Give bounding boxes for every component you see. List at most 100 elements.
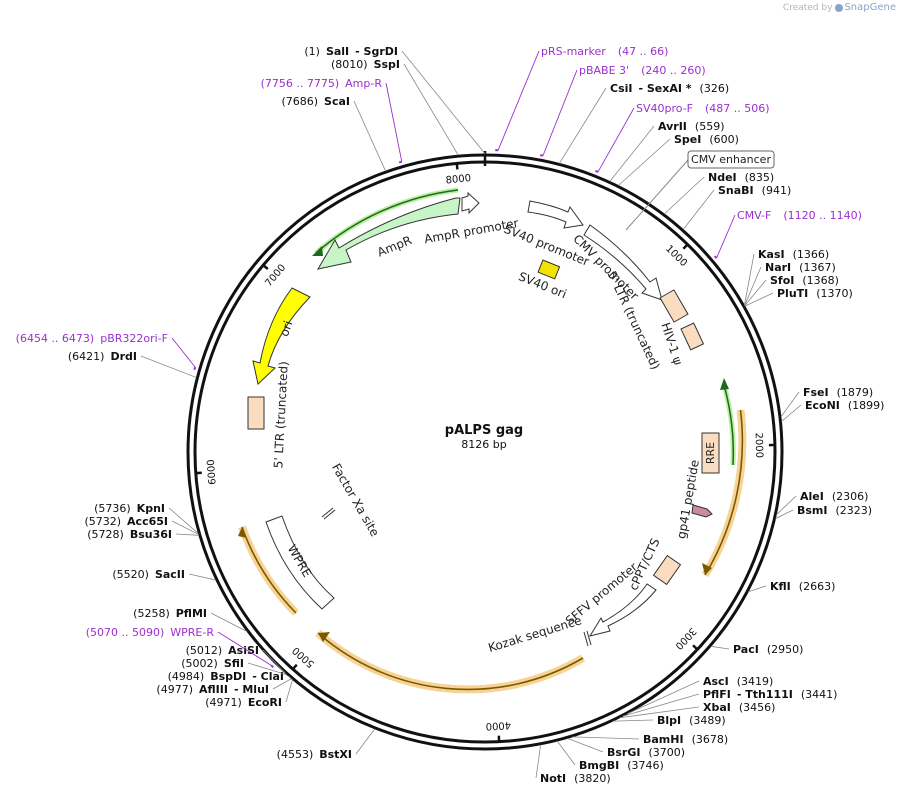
credit-prefix: Created by — [782, 3, 833, 13]
site-pflfi[interactable]: PflFI- Tth111I(3441) — [622, 688, 838, 717]
ori-feature[interactable]: ori — [252, 287, 311, 385]
site-label: (7686)ScaI — [281, 95, 350, 108]
site-leader-line — [535, 744, 542, 779]
site-enzyme-name: AleI — [800, 490, 824, 503]
tick-mark — [692, 644, 699, 652]
ltr-left-feature[interactable]: 5' LTR (truncated) — [247, 361, 291, 469]
site-drdi[interactable]: (6421)DrdI — [68, 350, 197, 378]
site-econi[interactable]: EcoNI(1899) — [781, 399, 884, 422]
site-pflmi[interactable]: (5258)PflMI — [133, 607, 248, 632]
site-kpni[interactable]: (5736)KpnI — [94, 502, 199, 534]
site-kasi[interactable]: KasI(1366) — [744, 248, 829, 306]
site-bsrgi[interactable]: BsrGI(3700) — [567, 737, 686, 759]
site-bsmi[interactable]: BsmI(2323) — [775, 504, 872, 519]
ampr-promoter-feature[interactable]: AmpR promoter — [423, 191, 520, 246]
site-enzyme-name: NotI — [540, 772, 566, 785]
site-leader-line — [710, 645, 730, 650]
site-fsei[interactable]: FseI(1879) — [780, 386, 873, 418]
site-enzyme-name: BsmI — [797, 504, 828, 517]
site-snabi[interactable]: SnaBI(941) — [682, 184, 792, 230]
primer-label: SV40pro-F(487 .. 506) — [636, 102, 770, 115]
site-label: NarI(1367) — [765, 261, 836, 274]
site-avrii[interactable]: AvrII(559) — [609, 120, 725, 182]
site-position: (3419) — [737, 675, 774, 688]
site-sali[interactable]: (1)SalI- SgrDI — [304, 45, 486, 155]
site-acc65i[interactable]: (5732)Acc65I — [84, 515, 199, 535]
site-leader-line — [168, 507, 199, 534]
site-asci[interactable]: AscI(3419) — [627, 675, 774, 715]
site-leader-line — [748, 585, 767, 593]
site-spei[interactable]: SpeI(600) — [618, 133, 739, 186]
site-asisi[interactable]: (5012)AsiSI — [186, 644, 286, 674]
site-sspi[interactable]: (8010)SspI — [331, 58, 459, 156]
rre-feature[interactable]: RRE — [701, 432, 720, 474]
site-xbai[interactable]: XbaI(3456) — [619, 701, 776, 719]
site-position: (941) — [762, 184, 792, 197]
site-position: (3678) — [692, 733, 729, 746]
site-bsu36i[interactable]: (5728)Bsu36I — [87, 528, 199, 541]
site-sfii[interactable]: (5002)SfiI — [181, 657, 288, 676]
primer-name: Amp-R — [345, 77, 382, 90]
site-csii[interactable]: CsiI- SexAI *(326) — [558, 82, 730, 164]
site-position: (3489) — [689, 714, 726, 727]
site-scai[interactable]: (7686)ScaI — [281, 95, 386, 172]
site-position: (5012) — [186, 644, 223, 657]
site-label: SpeI(600) — [674, 133, 739, 146]
site-paci[interactable]: PacI(2950) — [710, 643, 803, 656]
site-enzyme-name: BlpI — [657, 714, 681, 727]
site-noti[interactable]: NotI(3820) — [535, 744, 611, 785]
kozak-feature[interactable]: Kozak sequence — [486, 613, 592, 655]
primer-sv40pro-f[interactable]: SV40pro-F(487 .. 506) — [595, 102, 770, 173]
site-enzyme-name: XbaI — [703, 701, 731, 714]
site-enzyme-name: ScaI — [324, 95, 350, 108]
primer-amp-r[interactable]: (7756 .. 7775)Amp-R — [261, 77, 403, 164]
primer-pbr322ori-f[interactable]: (6454 .. 6473)pBR322ori-F — [16, 332, 197, 371]
site-position: (326) — [700, 82, 730, 95]
tick-mark — [291, 663, 298, 671]
site-leader-line — [556, 740, 576, 766]
sv40-ori-feature[interactable]: SV40 ori — [516, 259, 569, 301]
site-extra-enzymes: - Tth111I — [737, 688, 793, 701]
site-leader-line — [744, 266, 762, 306]
site-leader-line — [744, 279, 767, 306]
site-label: (4553)BstXI — [277, 748, 352, 761]
site-ecori[interactable]: (4971)EcoRI — [205, 679, 293, 709]
site-kfli[interactable]: KflI(2663) — [748, 580, 835, 593]
site-blpi[interactable]: BlpI (3489) — [612, 714, 726, 727]
site-bstxi[interactable]: (4553)BstXI — [277, 728, 376, 761]
site-label: PacI(2950) — [733, 643, 803, 656]
site-enzyme-name: EcoRI — [248, 696, 282, 709]
site-leader-line — [567, 737, 604, 753]
hiv1-psi-feature[interactable]: HIV-1 ψ — [658, 321, 705, 367]
primer-range: (47 .. 66) — [618, 45, 669, 58]
site-position: (835) — [745, 171, 775, 184]
site-leader-line — [188, 573, 217, 581]
site-bmgbi[interactable]: BmgBI(3746) — [556, 740, 664, 772]
site-label: (4977)AflIII- MluI — [156, 683, 269, 696]
site-ndei[interactable]: NdeI(835) — [664, 171, 775, 215]
site-leader-line — [403, 63, 459, 156]
site-position: (2663) — [799, 580, 836, 593]
site-bamhi[interactable]: BamHI(3678) — [572, 733, 728, 746]
site-nari[interactable]: NarI(1367) — [744, 261, 836, 306]
factor-xa-feature[interactable]: Factor Xa site — [321, 461, 382, 539]
cmv-enhancer-annotation[interactable]: CMV enhancer — [625, 150, 775, 231]
site-position: (4553) — [277, 748, 314, 761]
site-position: (3441) — [801, 688, 838, 701]
primer-annotations: pRS-marker(47 .. 66)pBABE 3'(240 .. 260)… — [16, 45, 862, 669]
site-pluti[interactable]: PluTI(1370) — [744, 287, 853, 307]
ampr-label: AmpR — [375, 233, 413, 259]
site-afliii[interactable]: (4977)AflIII- MluI — [156, 678, 292, 696]
site-sfoi[interactable]: SfoI(1368) — [744, 274, 839, 306]
site-alei[interactable]: AleI(2306) — [776, 490, 868, 516]
primer-cmv-f[interactable]: CMV-F(1120 .. 1140) — [713, 209, 862, 259]
primer-prs-marker[interactable]: pRS-marker(47 .. 66) — [495, 45, 669, 152]
primer-wpre-r[interactable]: (5070 .. 5090)WPRE-R — [86, 626, 274, 669]
site-bspdi[interactable]: (4984)BspDI- ClaI — [168, 670, 291, 683]
site-leader-line — [140, 355, 197, 378]
site-enzyme-name: KasI — [758, 248, 785, 261]
site-sacii[interactable]: (5520)SacII — [112, 568, 217, 581]
site-leader-line — [776, 495, 797, 516]
primer-pbabe-3[interactable]: pBABE 3'(240 .. 260) — [540, 64, 706, 157]
